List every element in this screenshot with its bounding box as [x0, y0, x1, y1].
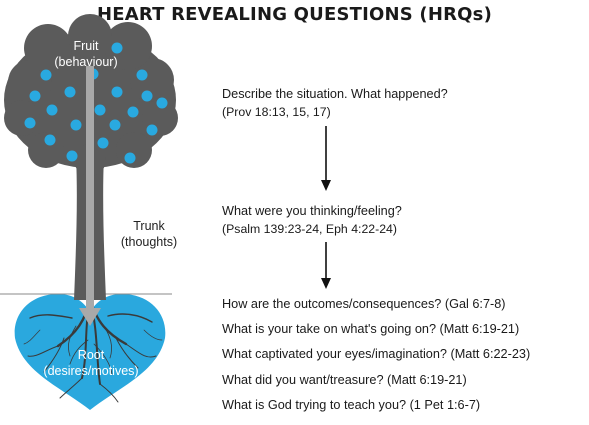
step-question-thinking: What were you thinking/feeling?: [222, 204, 402, 218]
heart-question-treasure: What did you want/treasure? (Matt 6:19-2…: [222, 373, 467, 387]
heart-question-outcomes: How are the outcomes/consequences? (Gal …: [222, 297, 506, 311]
trunk-label: Trunk (thoughts): [104, 218, 194, 250]
step-reference-situation: (Prov 18:13, 15, 17): [222, 105, 331, 119]
heart-question-captivated: What captivated your eyes/imagination? (…: [222, 347, 531, 361]
heart-question-take: What is your take on what's going on? (M…: [222, 322, 520, 336]
root-label-title: Root: [77, 348, 105, 362]
flow-arrow-2: [321, 242, 331, 289]
heart-shape: [14, 294, 166, 410]
heart-tree-illustration: [0, 14, 178, 410]
fruit-label-subtitle: (behaviour): [54, 55, 118, 69]
fruit-label-title: Fruit: [73, 39, 99, 53]
flow-arrow-1: [321, 126, 331, 191]
root-label-subtitle: (desires/motives): [43, 364, 139, 378]
root-label: Root (desires/motives): [26, 347, 156, 379]
page-title: HEART REVEALING QUESTIONS (HRQs): [96, 4, 493, 25]
trunk-arrow: [79, 66, 101, 326]
step-reference-thinking: (Psalm 139:23-24, Eph 4:22-24): [222, 222, 397, 236]
step-question-situation: Describe the situation. What happened?: [222, 87, 448, 101]
heart-question-god-teaching: What is God trying to teach you? (1 Pet …: [222, 398, 481, 412]
trunk-label-subtitle: (thoughts): [120, 235, 178, 249]
fruit-label: Fruit (behaviour): [36, 38, 136, 70]
trunk-label-title: Trunk: [133, 219, 165, 233]
